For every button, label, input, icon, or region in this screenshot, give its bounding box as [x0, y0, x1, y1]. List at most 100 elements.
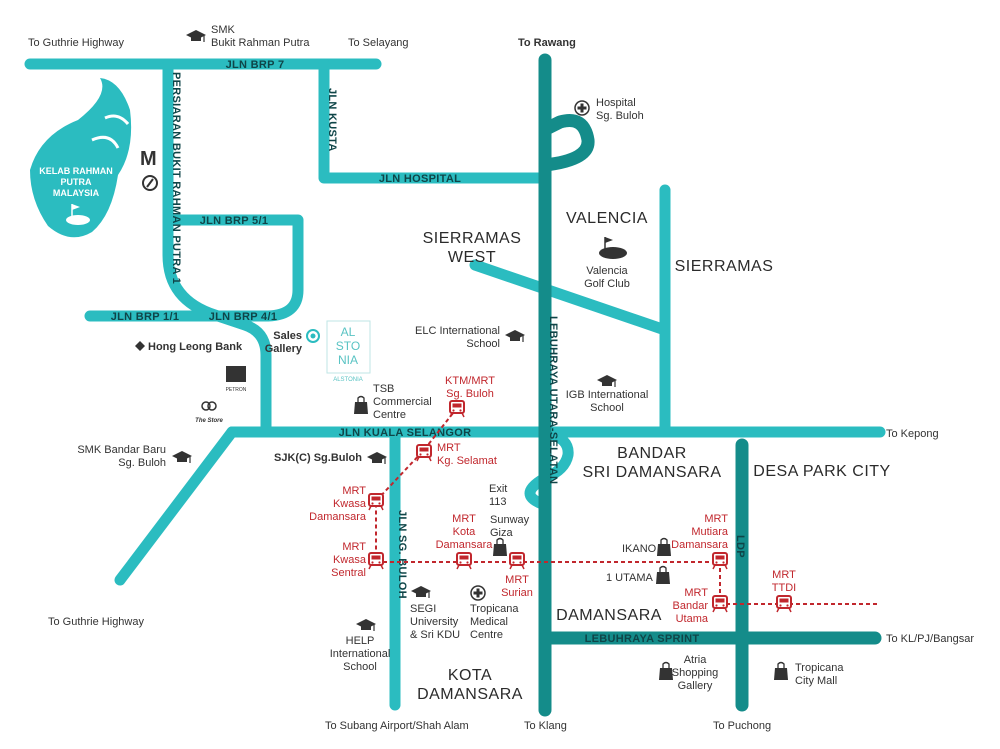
road-label-brp41: JLN BRP 4/1 — [209, 311, 278, 323]
dest-kepong: To Kepong — [886, 428, 939, 440]
road-label-brp51: JLN BRP 5/1 — [200, 215, 269, 227]
road-label-sprint: LEBUHRAYA SPRINT — [585, 633, 700, 645]
area-sierramas: SIERRAMAS — [675, 258, 774, 275]
area-valencia: VALENCIA — [566, 210, 648, 227]
sjkc-school-icon — [366, 451, 388, 465]
highways — [538, 53, 882, 717]
dest-guthrie-top: To Guthrie Highway — [28, 37, 124, 49]
dest-puchong: To Puchong — [713, 720, 771, 732]
sunway-giza-bag-icon — [492, 537, 508, 557]
poi-hong-leong: Hong Leong Bank — [148, 341, 243, 353]
road-label-kuala-selangor: JLN KUALA SELANGOR — [339, 427, 472, 439]
tropicana-medical-cross-icon — [470, 585, 486, 601]
ikano-bag-icon — [656, 537, 672, 557]
mrt-kota-damansara-icon — [456, 552, 472, 570]
svg-text:NIA: NIA — [338, 353, 358, 367]
mrt-bandar-utama-icon — [712, 595, 728, 613]
poi-ikano: IKANO — [622, 543, 657, 555]
sales-gallery-marker — [306, 329, 320, 343]
road-label-brp7: JLN BRP 7 — [226, 59, 285, 71]
road-jln-brp-5-1 — [84, 214, 304, 322]
area-desa-park-city: DESA PARK CITY — [753, 463, 890, 480]
road-hospital-loop — [538, 114, 595, 172]
mrt-kwasa-sentral-icon — [368, 552, 384, 570]
road-guthrie-diagonal — [114, 426, 238, 586]
road-label-sg-buloh: JLN SG. BULOH — [396, 510, 408, 599]
mrt-kg-selamat-icon — [416, 444, 432, 462]
mrt-surian-icon — [509, 552, 525, 570]
dest-selayang: To Selayang — [348, 37, 409, 49]
help-school-icon — [355, 618, 377, 632]
dest-klang: To Klang — [524, 720, 567, 732]
main-roads — [24, 58, 886, 711]
road-label-ldp: LDP — [734, 535, 746, 558]
svg-text:STO: STO — [336, 339, 360, 353]
igb-school-icon — [596, 374, 618, 388]
elc-school-icon — [504, 329, 526, 343]
poi-petron: PETRON — [226, 387, 247, 393]
golf-flag-icon — [66, 204, 90, 225]
smk-bbsb-school-icon — [171, 450, 193, 464]
petronas-icon — [142, 175, 158, 191]
road-sierramas-west — [469, 259, 671, 336]
road-label-lebuhraya-utara: LEBUHRAYA UTARA-SELATAN — [547, 316, 559, 484]
the-store-icon — [201, 401, 217, 411]
road-label-persiaran: PERSIARAN BUKIT RAHMAN PUTRA 1 — [170, 72, 182, 284]
smk-brp-school-icon — [185, 29, 207, 43]
hong-leong-icon — [135, 341, 145, 351]
mrt-kwasa-damansara-icon — [368, 493, 384, 511]
valencia-golf-flag-icon — [599, 237, 627, 259]
poi-sjkc: SJK(C) Sg.Buloh — [274, 452, 362, 464]
road-label-hospital: JLN HOSPITAL — [379, 173, 461, 185]
mrt-ttdi-icon — [776, 595, 792, 613]
dest-rawang: To Rawang — [518, 37, 576, 49]
road-label-brp11: JLN BRP 1/1 — [111, 311, 180, 323]
dest-guthrie-bottom: To Guthrie Highway — [48, 616, 144, 628]
hospital-cross-icon — [574, 100, 590, 116]
svg-text:ALSTONIA: ALSTONIA — [333, 377, 363, 383]
mrt-mutiara-damansara-icon — [712, 552, 728, 570]
mrt-line — [375, 407, 880, 605]
tropicana-mall-bag-icon — [773, 661, 789, 681]
road-exit-113 — [524, 426, 574, 511]
road-label-kusta: JLN KUSTA — [326, 88, 338, 152]
tsb-bag-icon — [353, 395, 369, 415]
poi-the-store: The Store — [195, 418, 223, 424]
mcdonalds-icon: M — [140, 148, 157, 170]
poi-1-utama: 1 UTAMA — [606, 572, 654, 584]
road-jln-kusta — [318, 58, 551, 184]
area-damansara: DAMANSARA — [556, 607, 662, 624]
1-utama-bag-icon — [655, 565, 671, 585]
segi-school-icon — [410, 585, 432, 599]
svg-text:AL: AL — [341, 325, 356, 339]
dest-subang: To Subang Airport/Shah Alam — [325, 720, 469, 732]
